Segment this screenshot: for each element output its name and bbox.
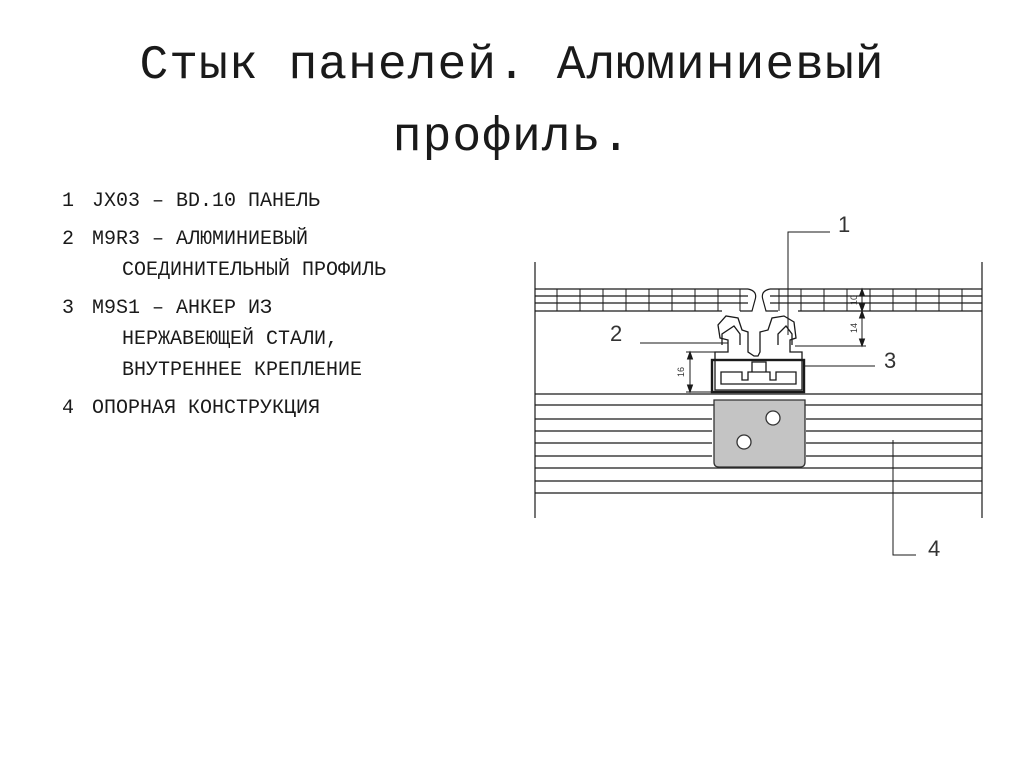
title-line-2: профиль. [392, 111, 632, 165]
legend-item-number: 3 [62, 297, 75, 320]
anchor-plate [713, 399, 806, 468]
dimension-lines [686, 287, 866, 394]
callout-3: 3 [884, 348, 896, 373]
callout-leaders [640, 231, 916, 556]
legend-item-text: ВНУТРЕННЕЕ КРЕПЛЕНИЕ [122, 359, 363, 382]
panel-right [761, 288, 982, 312]
dimension-anchor-height: 16 [676, 367, 686, 377]
legend-item-3: 3 M9S1 – АНКЕР ИЗ НЕРЖАВЕЮЩЕЙ СТАЛИ, ВНУ… [62, 293, 482, 386]
dimension-panel-thickness: 10 [849, 295, 859, 305]
title-line-1: Стык панелей. Алюминиевый [139, 39, 885, 93]
callout-4: 4 [928, 536, 940, 561]
legend-item-number: 2 [62, 228, 75, 251]
legend-item-text: СОЕДИНИТЕЛЬНЫЙ ПРОФИЛЬ [122, 259, 387, 282]
legend-item-text: M9S1 – АНКЕР ИЗ [92, 297, 273, 320]
legend-item-text: ОПОРНАЯ КОНСТРУКЦИЯ [92, 397, 321, 420]
legend-item-4: 4 ОПОРНАЯ КОНСТРУКЦИЯ [62, 393, 482, 424]
legend-item-number: 1 [62, 190, 75, 213]
legend-list: 1 JX03 – BD.10 ПАНЕЛЬ 2 M9R3 – АЛЮМИНИЕВ… [62, 186, 482, 431]
dimension-profile-height: 14 [849, 323, 859, 333]
legend-item-text: НЕРЖАВЕЮЩЕЙ СТАЛИ, [122, 328, 339, 351]
stainless-anchor [710, 358, 806, 394]
legend-item-1: 1 JX03 – BD.10 ПАНЕЛЬ [62, 186, 482, 217]
legend-item-text: JX03 – BD.10 ПАНЕЛЬ [92, 190, 321, 213]
legend-item-number: 4 [62, 397, 75, 420]
callout-2: 2 [610, 321, 622, 346]
legend-item-text: M9R3 – АЛЮМИНИЕВЫЙ [92, 228, 309, 251]
panel-left [535, 288, 757, 312]
legend-item-2: 2 M9R3 – АЛЮМИНИЕВЫЙ СОЕДИНИТЕЛЬНЫЙ ПРОФ… [62, 224, 482, 286]
drawing-frame [534, 262, 983, 518]
aluminium-profile [714, 315, 803, 391]
page-title: Стык панелей. Алюминиевый профиль. [0, 30, 1024, 174]
callout-1: 1 [838, 212, 850, 237]
